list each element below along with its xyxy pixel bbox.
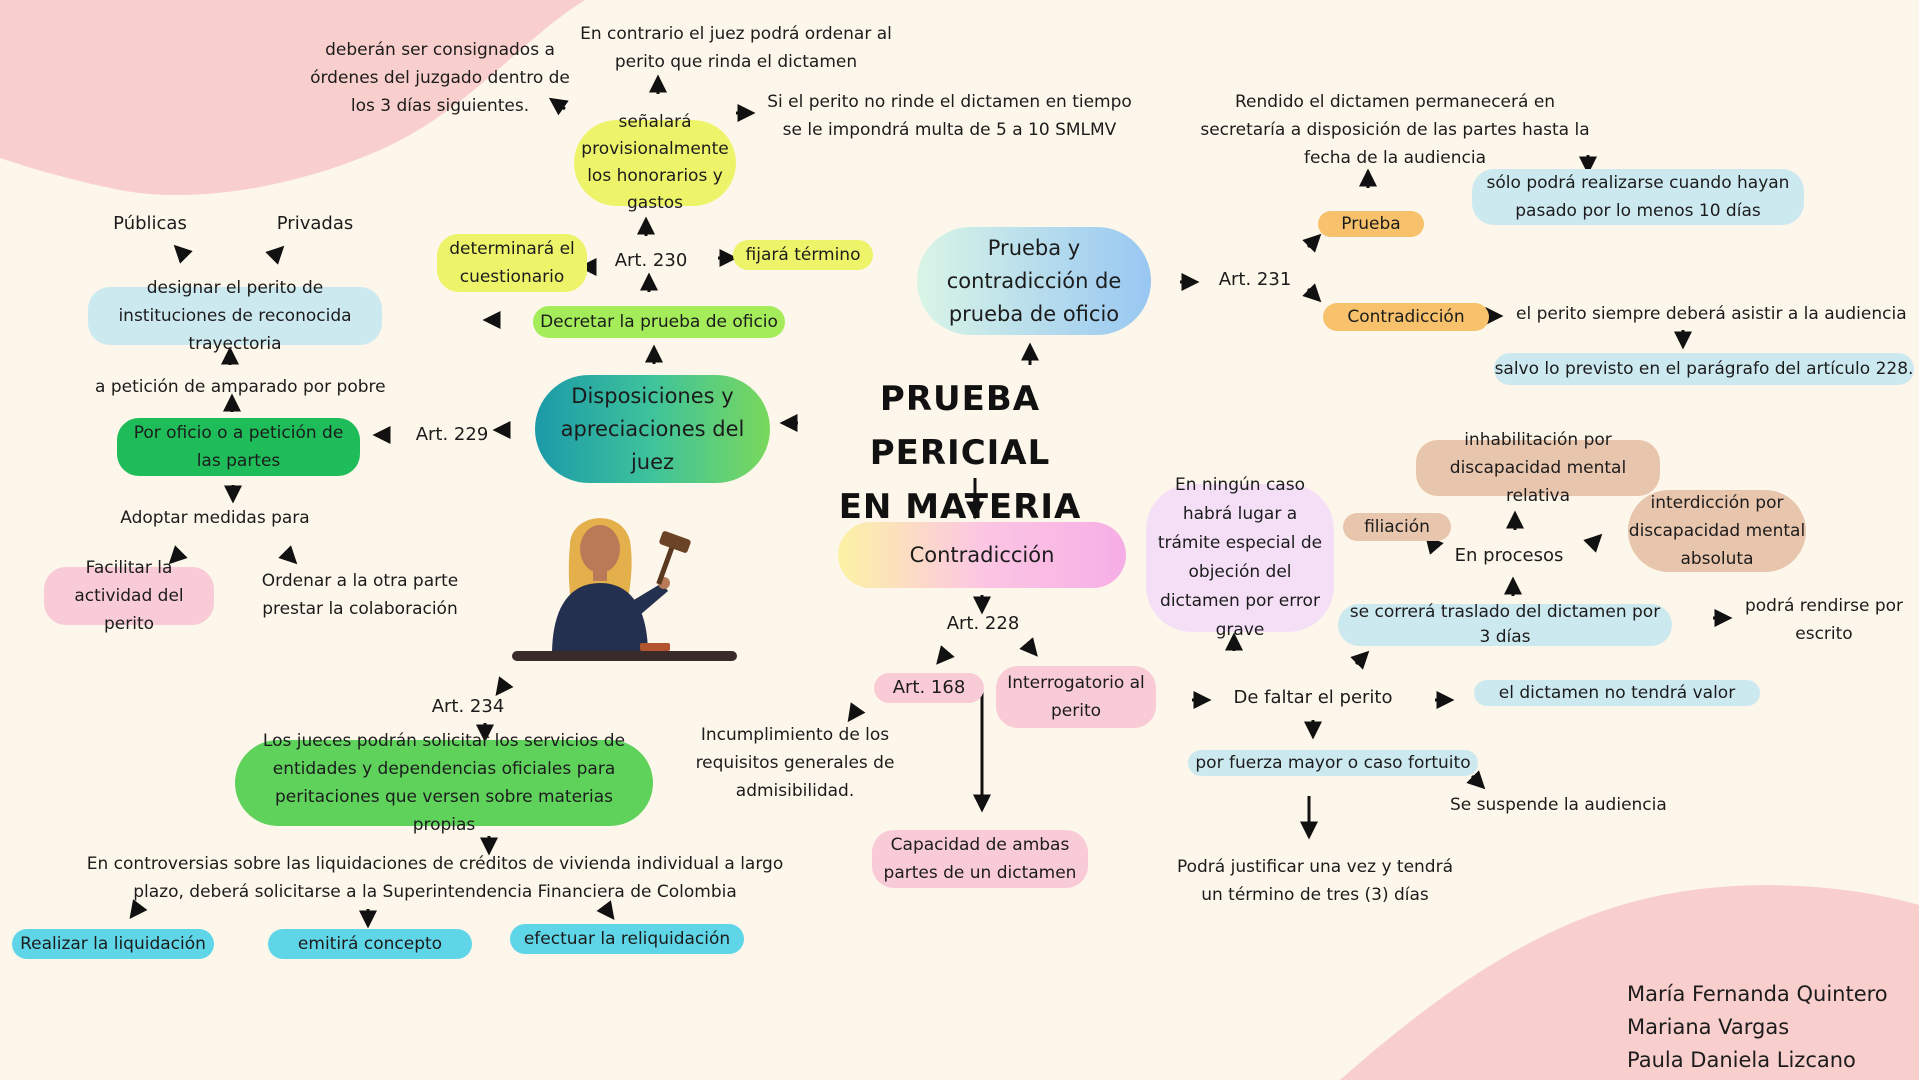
author-2: Mariana Vargas <box>1627 1015 1790 1039</box>
adoptar-label: Adoptar medidas para <box>120 508 310 528</box>
suspende-label: Se suspende la audiencia <box>1450 795 1667 815</box>
judge-illustration <box>512 518 737 661</box>
prueba-node: Prueba <box>1318 211 1424 237</box>
multa-label: Si el perito no rinde el dictamen en tie… <box>767 92 1132 140</box>
art228-label: Art. 228 <box>946 613 1020 634</box>
efectuar-node: efectuar la reliquidación <box>510 924 744 954</box>
art234-label: Art. 234 <box>431 696 505 717</box>
rendido-label: Rendido el dictamen permanecerá en secre… <box>1200 92 1590 168</box>
art168-node: Art. 168 <box>874 673 984 703</box>
en-procesos-label: En procesos <box>1454 545 1564 566</box>
escrito-label: podrá rendirse por escrito <box>1744 596 1904 644</box>
art231-label: Art. 231 <box>1218 269 1292 290</box>
filiacion-node: filiación <box>1343 513 1451 541</box>
controversias-label: En controversias sobre las liquidaciones… <box>86 854 784 902</box>
sin-valor-node: el dictamen no tendrá valor <box>1474 680 1760 706</box>
ningun-caso-node: En ningún caso habrá lugar a trámite esp… <box>1146 475 1334 640</box>
art229-label: Art. 229 <box>415 424 489 445</box>
interdiccion-node: interdicción por discapacidad mental abs… <box>1628 490 1806 572</box>
publicas-label: Públicas <box>113 213 187 234</box>
privadas-label: Privadas <box>276 213 354 234</box>
fuerza-mayor-node: por fuerza mayor o caso fortuito <box>1188 750 1478 776</box>
faltar-label: De faltar el perito <box>1233 687 1393 708</box>
peticion-pobre-label: a petición de amparado por pobre <box>95 377 386 397</box>
decretar-node: Decretar la prueba de oficio <box>533 306 785 338</box>
disposiciones-node: Disposiciones y apreciaciones del juez <box>535 375 770 483</box>
deberan-label: deberán ser consignados a órdenes del ju… <box>310 40 570 116</box>
designar-node: designar el perito de instituciones de r… <box>88 278 382 354</box>
authors-list: María Fernanda Quintero Mariana Vargas P… <box>1627 978 1888 1077</box>
ordenar-label: Ordenar a la otra parte prestar la colab… <box>261 571 459 619</box>
art230-label: Art. 230 <box>614 250 688 271</box>
prueba-contradiccion-node: Prueba y contradicción de prueba de ofic… <box>917 227 1151 335</box>
salvo-node: salvo lo previsto en el parágrafo del ar… <box>1494 353 1914 385</box>
contrario-label: En contrario el juez podrá ordenar al pe… <box>580 24 892 72</box>
contradiccion-center-node: Contradicción <box>838 522 1126 588</box>
title-line-1: PRUEBA PERICIAL <box>869 379 1051 473</box>
author-3: Paula Daniela Lizcano <box>1627 1048 1856 1072</box>
contradiccion-right-node: Contradicción <box>1323 303 1489 331</box>
capacidad-node: Capacidad de ambas partes de un dictamen <box>872 830 1088 888</box>
por-oficio-node: Por oficio o a petición de las partes <box>117 418 360 476</box>
traslado-node: se correrá traslado del dictamen por 3 d… <box>1338 602 1672 647</box>
interrogatorio-node: Interrogatorio al perito <box>996 666 1156 728</box>
determinara-node: determinará el cuestionario <box>437 234 587 292</box>
inhabilitacion-node: inhabilitación por discapacidad mental r… <box>1416 430 1660 506</box>
gavel-icon <box>656 531 691 585</box>
realizar-node: Realizar la liquidación <box>12 929 214 959</box>
emitira-node: emitirá concepto <box>268 929 472 959</box>
incumplimiento-label: Incumplimiento de los requisitos general… <box>695 725 895 801</box>
perito-asistir-label: el perito siempre deberá asistir a la au… <box>1516 304 1907 324</box>
author-1: María Fernanda Quintero <box>1627 982 1888 1006</box>
facilitar-node: Facilitar la actividad del perito <box>44 558 214 634</box>
senalara-node: señalará provisionalmente los honorarios… <box>574 112 736 213</box>
solo-podra-node: sólo podrá realizarse cuando hayan pasad… <box>1472 169 1804 225</box>
jueces-node: Los jueces podrán solicitar los servicio… <box>235 731 653 835</box>
fijara-node: fijará término <box>733 240 873 270</box>
justificar-label: Podrá justificar una vez y tendrá un tér… <box>1176 857 1454 905</box>
